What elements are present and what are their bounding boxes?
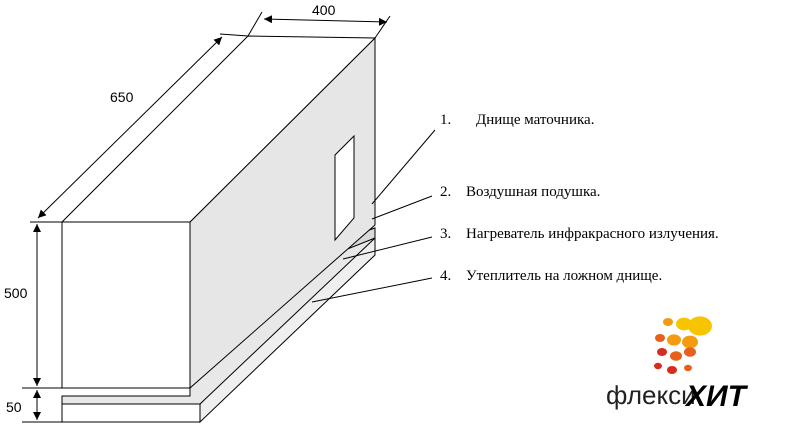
flexiheat-logo: флекси ХИТ <box>606 316 749 413</box>
callout-1-leader <box>371 129 436 205</box>
callout-3-text: Нагреватель инфракрасного излучения. <box>466 226 719 242</box>
logo-dot <box>667 366 677 374</box>
dimension-base <box>22 390 62 423</box>
callout-2-number: 2. <box>440 184 451 200</box>
logo-dot <box>654 362 662 370</box>
callout-3-number: 3. <box>440 226 451 242</box>
logo-dot <box>688 316 712 336</box>
base-plate <box>61 235 376 424</box>
callout-1-number: 1. <box>440 112 451 128</box>
logo-dot <box>657 348 667 356</box>
callout-list: 1. Днище маточника. 2. Воздушная подушка… <box>440 112 719 284</box>
logo-dot <box>684 347 696 357</box>
dimension-length <box>30 33 249 223</box>
dimension-width-label: 400 <box>312 2 336 18</box>
logo-dot <box>682 335 698 349</box>
dimension-base-label: 50 <box>6 399 22 415</box>
logo-text-part1: флекси <box>606 380 696 410</box>
callout-1-text: Днище маточника. <box>476 112 594 128</box>
dimension-height-label: 500 <box>4 285 28 301</box>
dimension-height <box>22 224 62 389</box>
logo-dot <box>670 351 682 361</box>
dimension-length-label: 650 <box>110 89 134 105</box>
callout-3-leader <box>342 236 433 260</box>
logo-dot <box>676 317 692 331</box>
callout-4-text: Утеплитель на ложном днище. <box>466 268 662 284</box>
logo-text-part2: ХИТ <box>684 380 749 413</box>
logo-dot <box>655 334 665 342</box>
callout-2-text: Воздушная подушка. <box>466 184 600 200</box>
callout-4-number: 4. <box>440 268 451 284</box>
entrance-slot <box>334 134 355 242</box>
callout-2-leader <box>371 195 433 220</box>
logo-dots-icon <box>654 316 712 374</box>
logo-dot <box>663 318 673 326</box>
logo-dot <box>684 364 692 372</box>
box-front-face <box>61 221 191 389</box>
callout-4-leader <box>311 277 433 303</box>
logo-dot <box>667 334 681 346</box>
dimension-width <box>247 11 391 39</box>
